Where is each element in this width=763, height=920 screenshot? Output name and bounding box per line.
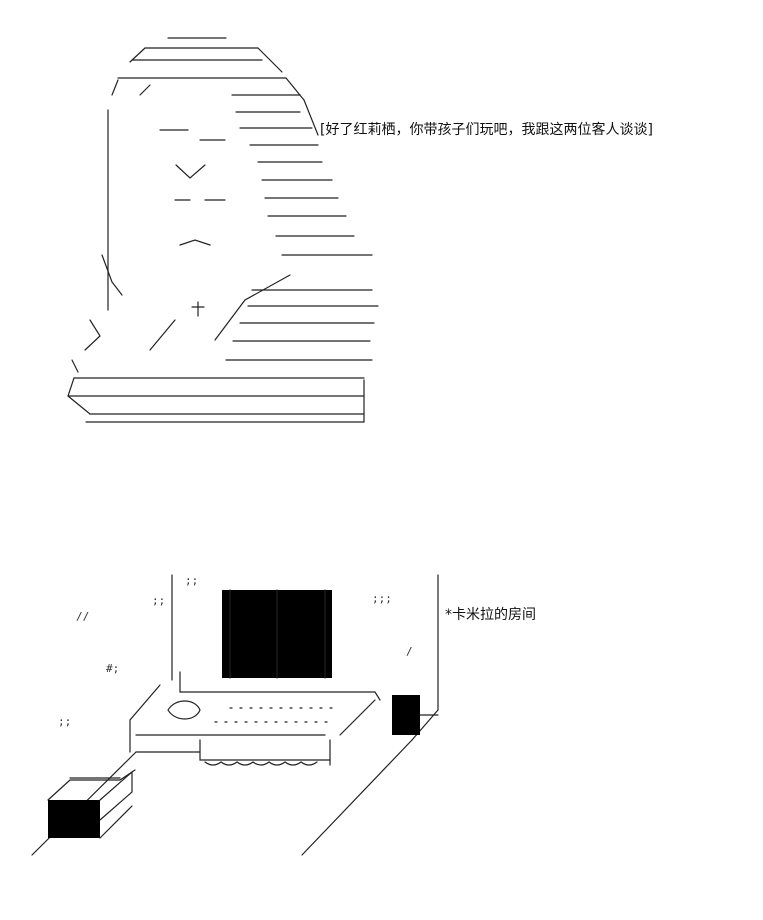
- hatch-mark: #;: [106, 662, 120, 675]
- hatch-mark: /: [406, 645, 413, 658]
- hatch-mark: ;;: [185, 574, 199, 587]
- character-figure-art: [67, 37, 379, 423]
- hatch-mark: ;;;: [372, 592, 392, 605]
- hatch-mark: ;;: [58, 715, 72, 728]
- hatch-mark: ;;: [152, 594, 166, 607]
- hatch-mark: //: [76, 610, 90, 623]
- dialogue-text: [好了红莉栖，你带孩子们玩吧，我跟这两位客人谈谈]: [320, 122, 653, 138]
- location-caption: *卡米拉的房间: [445, 607, 536, 623]
